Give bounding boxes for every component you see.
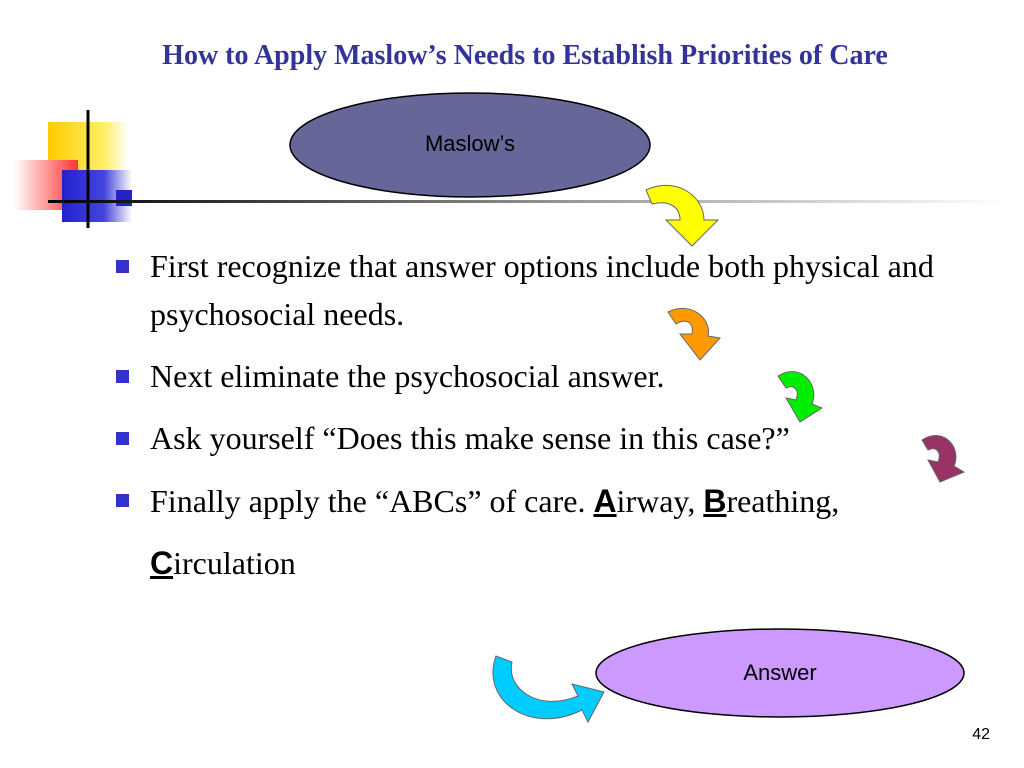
deco-horizontal-rule [48, 200, 1008, 203]
slide-title: How to Apply Maslow’s Needs to Establish… [162, 40, 888, 71]
bullet-square-icon [116, 494, 129, 507]
bullet-square-icon [116, 432, 129, 445]
maroon-arrow-icon [921, 435, 966, 483]
bullet-item: First recognize that answer options incl… [108, 242, 968, 338]
bullet-item: Ask yourself “Does this make sense in th… [108, 414, 968, 462]
decorative-corner-graphic [14, 110, 1008, 228]
circulation-rest: irculation [173, 545, 296, 581]
bullet-text: Next eliminate the psychosocial answer. [150, 358, 665, 394]
airway-letter: A [593, 483, 617, 519]
cyan-arrow-icon [492, 655, 605, 724]
yellow-arrow-icon [645, 184, 720, 247]
breathing-rest: reathing, [726, 483, 840, 519]
answer-oval-label: Answer [743, 660, 817, 685]
circulation-letter: C [150, 545, 174, 581]
bullet-square-icon [116, 370, 129, 383]
green-arrow-icon [777, 371, 824, 423]
maslows-oval [289, 92, 651, 198]
bullet-square-icon [116, 260, 129, 273]
airway-rest: irway, [616, 483, 704, 519]
answer-oval [595, 628, 965, 718]
bullet-item: Next eliminate the psychosocial answer. [108, 352, 968, 400]
breathing-letter: B [703, 483, 727, 519]
bullet-item-abcs: Finally apply the “ABCs” of care. Airway… [108, 470, 968, 594]
abcs-prefix: Finally apply the “ABCs” of care. [150, 483, 594, 519]
bullet-text: Ask yourself “Does this make sense in th… [150, 420, 790, 456]
maslows-oval-label: Maslow’s [424, 131, 516, 156]
orange-arrow-icon [667, 307, 721, 361]
bullet-list: First recognize that answer options incl… [108, 242, 968, 608]
bullet-text: First recognize that answer options incl… [150, 248, 934, 332]
page-number: 42 [972, 726, 990, 743]
